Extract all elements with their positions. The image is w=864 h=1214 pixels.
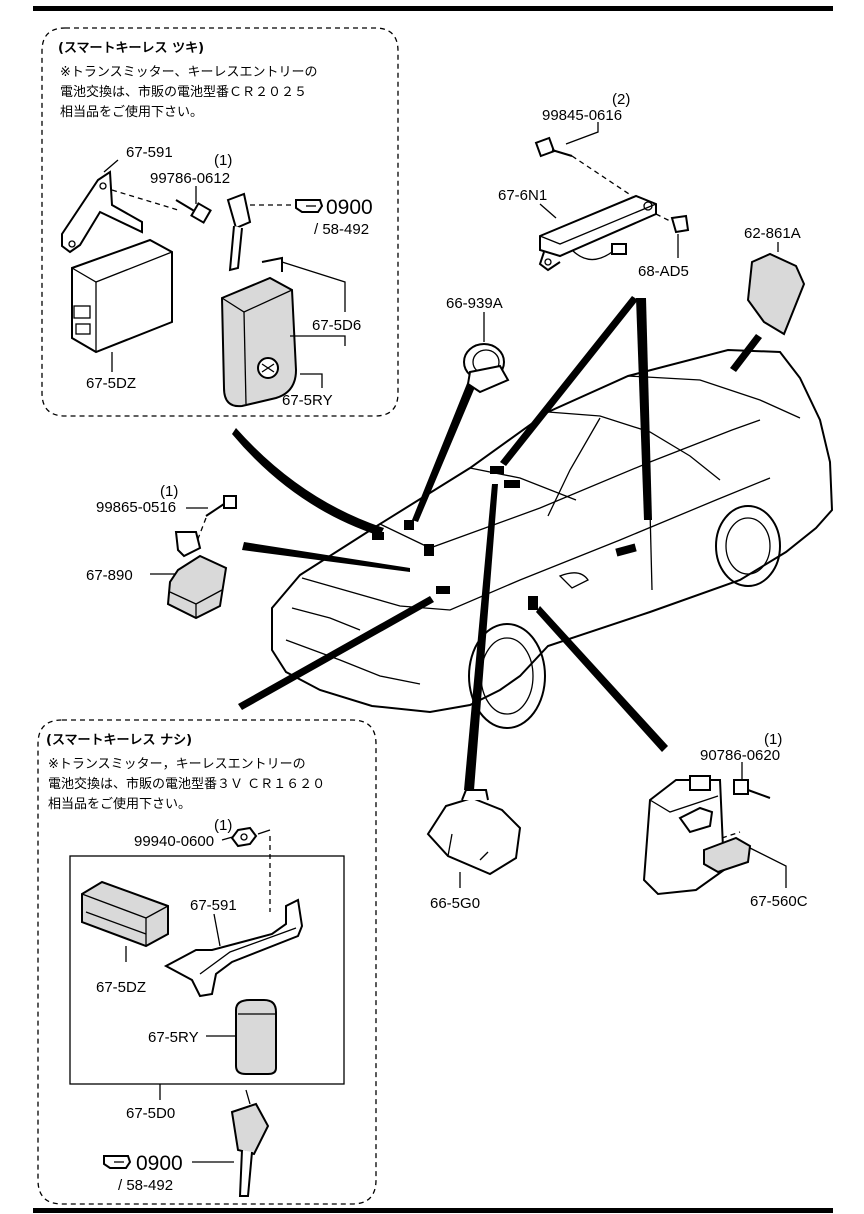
bolt-99865-0516-drawing — [205, 495, 237, 517]
ref-0900-b: 0900 — [136, 1152, 183, 1175]
label-67-5dz-a: 67-5DZ — [86, 375, 136, 392]
battery-note-line-1: ※トランスミッター、キーレスエントリーの — [60, 65, 318, 80]
unit-66-5g0-drawing — [426, 789, 522, 876]
inner-kit-frame — [69, 855, 345, 1085]
nut-99940-0600-drawing — [230, 826, 258, 848]
bolt-qty-top: (2) — [612, 91, 630, 108]
label-67-591-b: 67-591 — [190, 897, 237, 914]
bolt-qty-left: (1) — [160, 483, 178, 500]
bracket-67-591-drawing — [61, 170, 143, 254]
no-smart-keyless-box — [37, 719, 377, 1205]
label-66-5g0: 66-5G0 — [430, 895, 480, 912]
battery-note-line-3: 相当品をご使用下さい。 — [60, 104, 203, 120]
antenna-67-6n1-drawing — [538, 194, 657, 272]
key-drawing-b — [230, 1089, 270, 1197]
label-67-890: 67-890 — [86, 567, 133, 584]
antenna-62-861a-drawing — [746, 252, 806, 336]
antenna-66-939a-drawing — [463, 343, 510, 394]
label-62-861a: 62-861A — [744, 225, 801, 242]
key-drawing-a — [226, 192, 252, 272]
label-67-5d6: 67-5D6 — [312, 317, 361, 334]
label-90786-0620: 90786-0620 — [700, 747, 780, 764]
bolt-qty-a: (1) — [214, 152, 232, 169]
label-68-ad5: 68-AD5 — [638, 263, 689, 280]
ref-58-492-b: / 58-492 — [118, 1177, 173, 1194]
nut-qty: (1) — [214, 817, 232, 834]
label-99865-0516: 99865-0516 — [96, 499, 176, 516]
holder-clip-drawing — [261, 256, 283, 272]
label-66-939a: 66-939A — [446, 295, 503, 312]
unit-67-890-drawing — [166, 531, 228, 620]
smart-keyless-box — [41, 27, 399, 417]
smart-keyless-title: (スマートキーレス ツキ) — [58, 41, 204, 56]
module-67-5dz-b-drawing — [81, 880, 169, 948]
battery-note-b-line-3: 相当品をご使用下さい。 — [48, 796, 191, 812]
battery-note-b-line-1: ※トランスミッター，キーレスエントリーの — [48, 757, 306, 772]
bolt-99786-0612-drawing — [175, 199, 212, 224]
battery-note-b-line-2: 電池交換は、市販の電池型番３Ｖ ＣＲ１６２０ — [48, 776, 325, 792]
ref-58-492-a: / 58-492 — [314, 221, 369, 238]
module-67-5dz-drawing — [71, 238, 173, 354]
bottom-border — [33, 1208, 833, 1213]
bolt-99845-0616-drawing — [534, 136, 573, 158]
label-99845-0616: 99845-0616 — [542, 107, 622, 124]
transmitter-67-5ry-drawing — [220, 276, 298, 408]
label-99786-0612: 99786-0612 — [150, 170, 230, 187]
bolt-90786-0620-drawing — [733, 779, 771, 799]
label-67-5dz-b: 67-5DZ — [96, 979, 146, 996]
bracket-67-591-b-drawing — [163, 898, 304, 998]
control-unit-67-560c-drawing — [642, 775, 726, 896]
label-67-5d0: 67-5D0 — [126, 1105, 175, 1122]
car-drawing — [271, 348, 834, 729]
label-67-6n1: 67-6N1 — [498, 187, 547, 204]
bolt-qty-right: (1) — [764, 731, 782, 748]
top-border — [33, 6, 833, 11]
clip-68-ad5-drawing — [670, 214, 690, 234]
label-67-5ry-b: 67-5RY — [148, 1029, 199, 1046]
label-67-591-a: 67-591 — [126, 144, 173, 161]
label-99940-0600: 99940-0600 — [134, 833, 214, 850]
ref-0900-a: 0900 — [326, 196, 373, 219]
transmitter-67-5ry-b-drawing — [235, 999, 277, 1075]
battery-note-line-2: 電池交換は、市販の電池型番ＣＲ２０２５ — [60, 84, 307, 100]
label-67-5ry-a: 67-5RY — [282, 392, 333, 409]
label-67-560c: 67-560C — [750, 893, 808, 910]
no-smart-keyless-title: (スマートキーレス ナシ) — [46, 733, 192, 748]
leader-wedges — [232, 296, 762, 790]
pointing-hand-icon-b — [103, 1155, 132, 1169]
pointing-hand-icon — [295, 199, 324, 213]
connector-67-560c-drawing — [703, 836, 752, 874]
